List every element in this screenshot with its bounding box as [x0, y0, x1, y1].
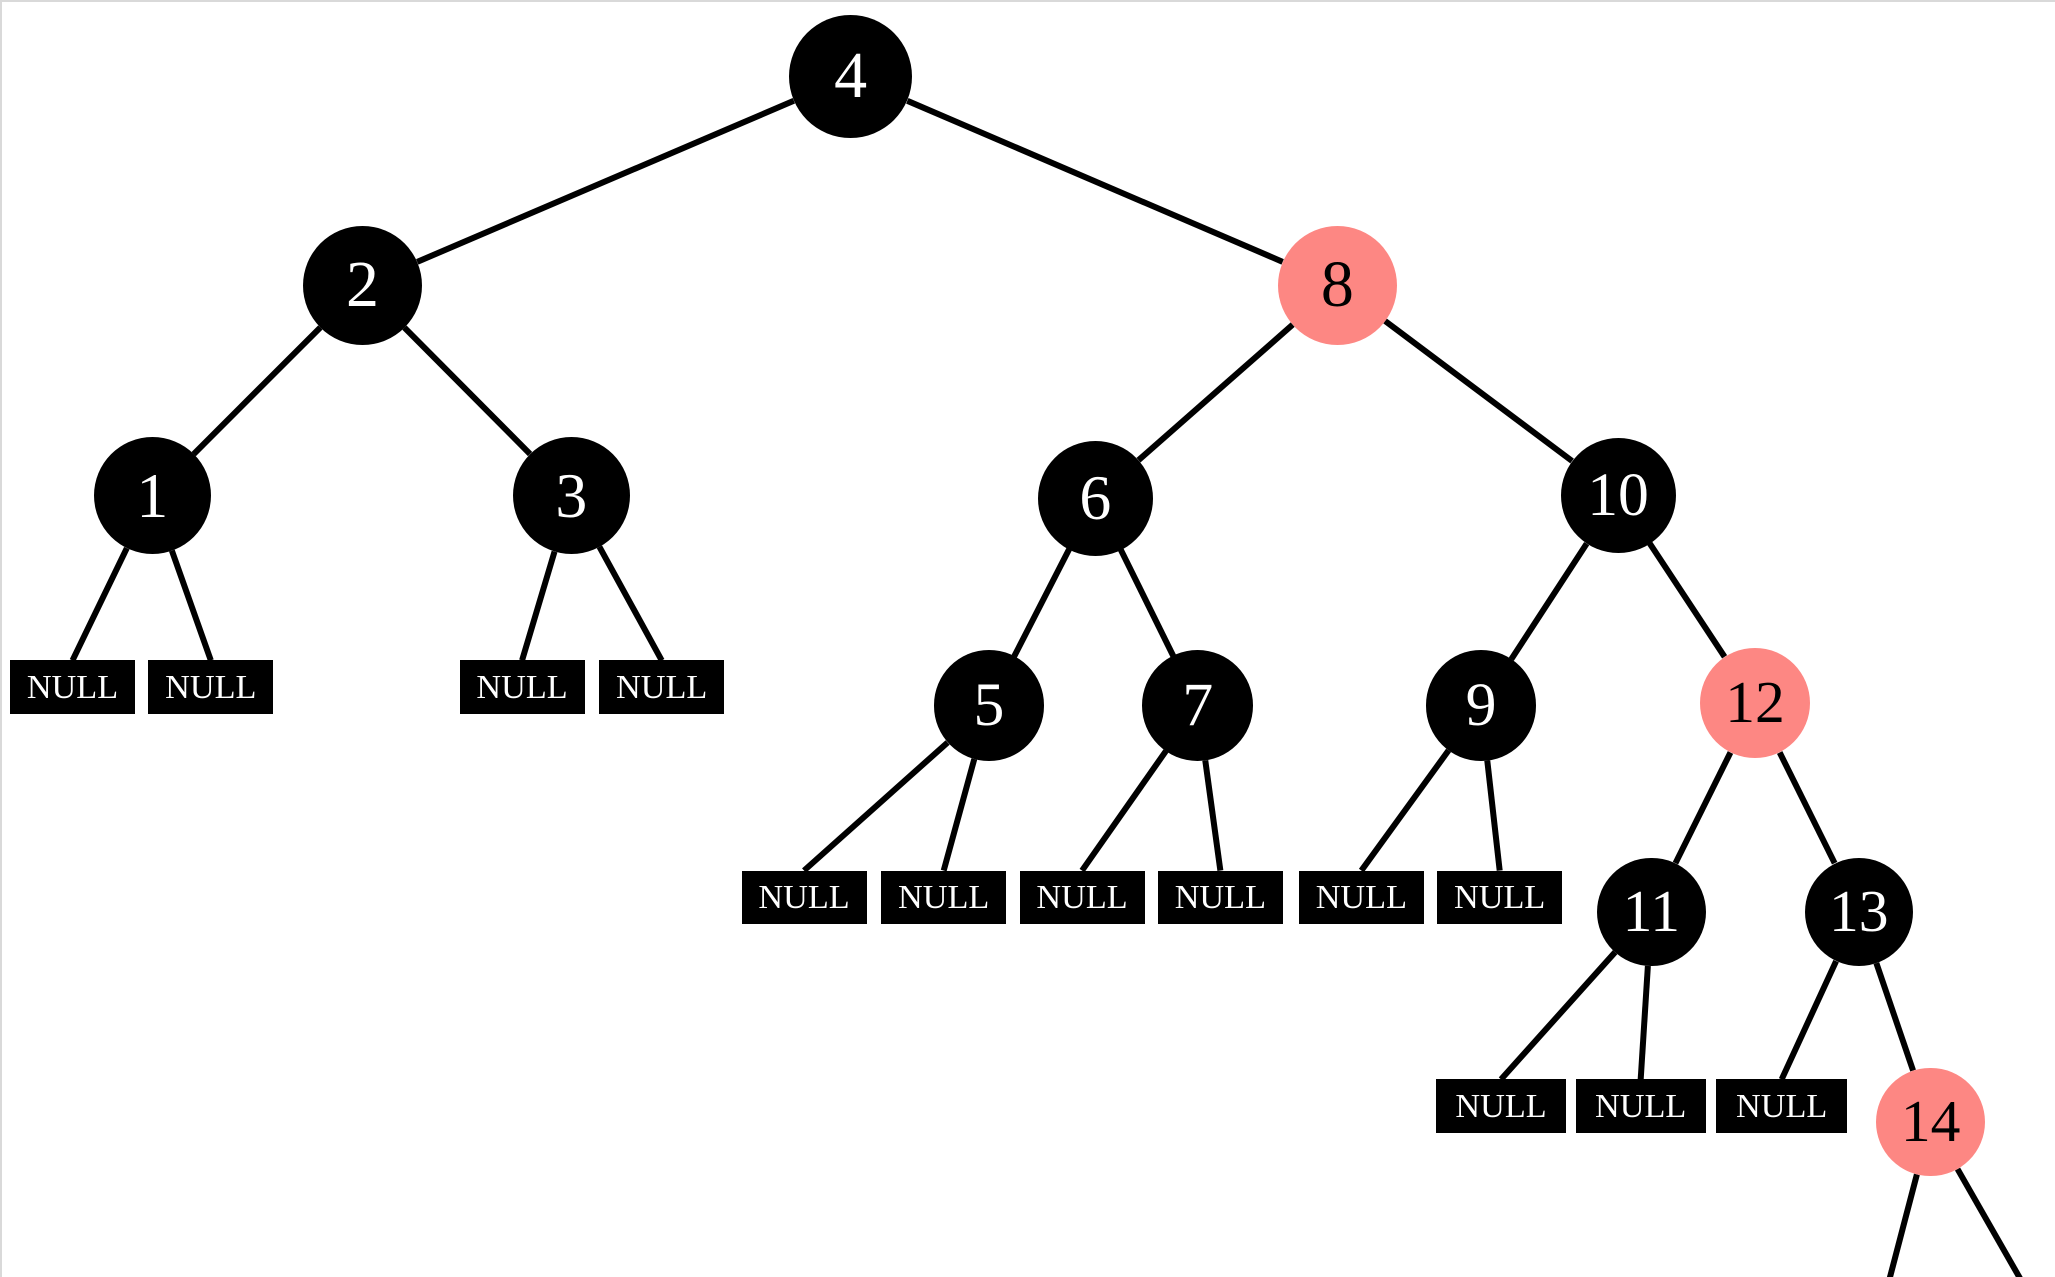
tree-edge-n1-z1: [69, 546, 130, 662]
tree-null-label: NULL: [26, 667, 119, 706]
tree-null-label: NULL: [758, 878, 850, 917]
tree-edge-n11-z12: [1637, 965, 1651, 1080]
tree-null-leaf: NULL: [459, 660, 585, 714]
tree-null-label: NULL: [476, 667, 568, 706]
tree-null-label: NULL: [1736, 1086, 1828, 1125]
tree-edge-n1-z2: [169, 549, 214, 662]
tree-null-leaf: NULL: [1716, 1079, 1847, 1133]
tree-node-3[interactable]: 3: [512, 436, 630, 554]
tree-edge-n10-n9: [1508, 541, 1590, 661]
tree-null-leaf: NULL: [148, 660, 274, 714]
tree-node-12[interactable]: 12: [1699, 647, 1811, 759]
tree-null-leaf: NULL: [1019, 870, 1145, 924]
tree-null-label: NULL: [1036, 878, 1128, 917]
tree-null-label: NULL: [898, 878, 990, 917]
tree-null-label: NULL: [1174, 878, 1266, 917]
tree-node-9[interactable]: 9: [1425, 650, 1537, 761]
tree-null-label: NULL: [165, 667, 257, 706]
tree-node-label: 8: [1320, 248, 1354, 322]
tree-edge-n6-n7: [1118, 548, 1176, 658]
tree-node-5[interactable]: 5: [933, 650, 1045, 761]
tree-null-leaf: NULL: [881, 870, 1007, 924]
tree-node-1[interactable]: 1: [93, 436, 211, 554]
tree-edge-n6-n5: [1011, 547, 1072, 658]
tree-node-label: 7: [1182, 670, 1214, 739]
tree-edge-n10-n12: [1647, 541, 1728, 659]
tree-null-leaf: NULL: [9, 660, 135, 714]
tree-null-leaf: NULL: [1157, 870, 1283, 924]
tree-edge-n4-n8: [906, 98, 1284, 265]
tree-null-label: NULL: [1454, 878, 1546, 917]
tree-node-2[interactable]: 2: [302, 225, 423, 345]
tree-node-4[interactable]: 4: [788, 14, 913, 139]
tree-null-leaf: NULL: [1575, 1079, 1706, 1133]
tree-node-label: 13: [1829, 877, 1889, 944]
tree-node-label: 9: [1465, 670, 1497, 739]
tree-node-label: 3: [555, 459, 588, 531]
tree-node-11[interactable]: 11: [1597, 857, 1706, 967]
tree-edge-n7-z7: [1079, 749, 1169, 873]
tree-node-label: 14: [1900, 1088, 1961, 1155]
tree-edge-n12-n13: [1777, 751, 1838, 865]
tree-edge-n13-n14: [1873, 962, 1916, 1072]
tree-node-label: 11: [1622, 877, 1680, 944]
tree-edge-n5-z5: [802, 740, 950, 873]
tree-edge-n7-z8: [1202, 760, 1224, 871]
tree-null-leaf: NULL: [1437, 870, 1563, 924]
tree-edge-n4-n2: [416, 98, 796, 265]
tree-edge-n11-z11: [1498, 950, 1618, 1082]
tree-node-14[interactable]: 14: [1876, 1067, 1985, 1177]
tree-edge-n3-z3: [519, 550, 558, 662]
tree-null-label: NULL: [1315, 878, 1407, 917]
tree-edge-n13-z13: [1778, 959, 1839, 1081]
tree-edge-n5-z6: [940, 758, 978, 872]
tree-null-leaf: NULL: [1435, 1079, 1567, 1133]
tree-node-label: 1: [136, 459, 169, 531]
tree-node-label: 6: [1079, 462, 1112, 534]
tree-edge-n2-n1: [191, 325, 323, 457]
tree-node-7[interactable]: 7: [1142, 650, 1254, 761]
tree-node-label: 4: [834, 39, 868, 113]
tree-edge-n3-z4: [596, 545, 665, 662]
tree-null-leaf: NULL: [1298, 870, 1424, 924]
tree-node-6[interactable]: 6: [1037, 440, 1153, 556]
tree-node-label: 2: [345, 248, 379, 322]
tree-edge-n9-z9: [1358, 748, 1451, 873]
tree-edge-n8-n6: [1136, 322, 1295, 463]
tree-edge-n9-z10: [1484, 760, 1503, 871]
tree-null-leaf: NULL: [741, 870, 867, 924]
tree-node-label: 5: [973, 670, 1005, 739]
tree-null-label: NULL: [1595, 1086, 1687, 1125]
tree-node-label: 10: [1587, 460, 1649, 529]
tree-node-label: 12: [1725, 669, 1785, 736]
tree-edge-n8-n10: [1383, 318, 1574, 464]
tree-node-8[interactable]: 8: [1277, 225, 1397, 345]
tree-edge-n14-z14: [1886, 1173, 1920, 1277]
tree-edge-n2-n3: [402, 325, 533, 457]
tree-null-label: NULL: [616, 667, 708, 706]
tree-null-leaf: NULL: [599, 660, 725, 714]
tree-null-label: NULL: [1455, 1086, 1547, 1125]
tree-edge-n12-n11: [1672, 751, 1734, 865]
tree-edge-n14-z15: [1954, 1167, 2023, 1277]
tree-node-13[interactable]: 13: [1804, 857, 1914, 967]
tree-node-10[interactable]: 10: [1560, 438, 1676, 553]
